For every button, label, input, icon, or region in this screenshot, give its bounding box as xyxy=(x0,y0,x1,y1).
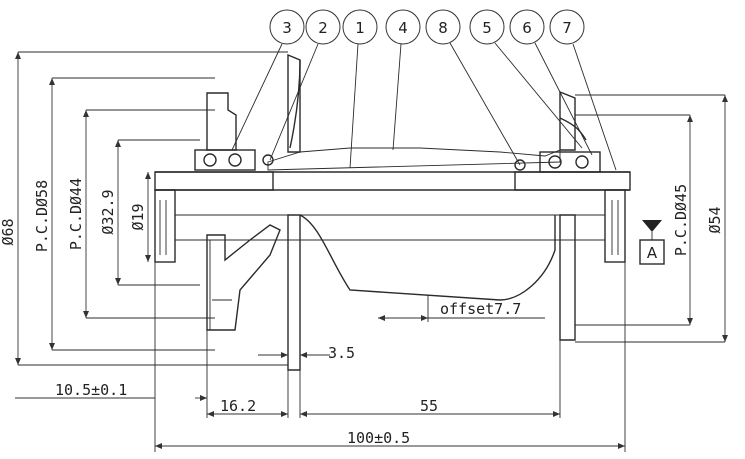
svg-text:3: 3 xyxy=(282,19,292,37)
dim-d19: Ø19 xyxy=(129,203,147,230)
dim-offset: offset7.7 xyxy=(440,300,521,318)
svg-text:2: 2 xyxy=(318,19,328,37)
dim-55: 55 xyxy=(420,397,438,415)
svg-text:1: 1 xyxy=(355,19,365,37)
dim-d32-9: Ø32.9 xyxy=(99,189,117,234)
dim-d54: Ø54 xyxy=(706,206,724,233)
balloon-3: 3 xyxy=(231,9,305,151)
right-bearing-ball xyxy=(548,155,562,169)
balloon-4: 4 xyxy=(385,9,421,151)
left-diameter-dims: Ø68 P.C.DØ58 P.C.DØ44 Ø32.9 Ø19 xyxy=(0,51,288,366)
left-end-cap xyxy=(154,189,176,263)
left-seal xyxy=(262,154,274,166)
svg-text:6: 6 xyxy=(522,19,532,37)
dim-pcd44: P.C.DØ44 xyxy=(67,178,85,250)
dim-10-5: 10.5±0.1 xyxy=(55,381,127,399)
datum-a-label: A xyxy=(647,244,658,262)
datum-a: A xyxy=(639,220,665,265)
balloon-group: 3 2 1 4 8 5 6 xyxy=(231,9,617,171)
svg-text:7: 7 xyxy=(562,19,572,37)
balloon-1: 1 xyxy=(342,9,378,169)
dim-3-5: 3.5 xyxy=(328,344,355,362)
bottom-dims: 10.5±0.1 16.2 55 100±0.5 xyxy=(15,262,626,452)
dim-d68: Ø68 xyxy=(0,218,17,245)
right-seal xyxy=(514,159,526,171)
dim-pcd58: P.C.DØ58 xyxy=(33,180,51,252)
left-bearing xyxy=(194,149,256,171)
dim-100: 100±0.5 xyxy=(347,429,410,447)
offset-dim: offset7.7 xyxy=(378,295,545,322)
svg-text:4: 4 xyxy=(398,19,408,37)
right-end-cap xyxy=(604,189,626,263)
hub-body xyxy=(154,53,631,371)
balloon-5: 5 xyxy=(469,9,583,149)
balloon-8: 8 xyxy=(425,9,521,166)
balloon-2: 2 xyxy=(269,9,341,161)
balloon-7: 7 xyxy=(549,9,617,171)
svg-text:5: 5 xyxy=(482,19,492,37)
svg-text:8: 8 xyxy=(438,19,448,37)
dim-16-2: 16.2 xyxy=(220,397,256,415)
left-bearing-ball xyxy=(203,153,217,167)
dim-pcd45: P.C.DØ45 xyxy=(672,184,690,256)
right-diameter-dims: P.C.DØ45 Ø54 xyxy=(575,94,728,343)
dim-3-5-group: 3.5 xyxy=(258,344,355,362)
balloon-6: 6 xyxy=(509,9,593,156)
